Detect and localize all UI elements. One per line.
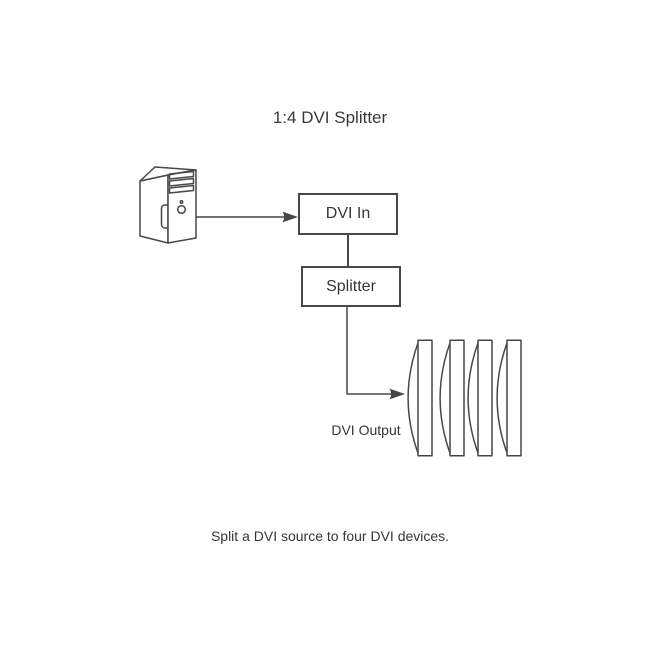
arrow-source-to-dvi-in xyxy=(195,211,298,223)
dvi-in-label: DVI In xyxy=(325,205,371,222)
dvi-device-icon xyxy=(439,339,465,457)
tower-drive-bay xyxy=(168,177,195,187)
arrowhead-right-icon xyxy=(282,211,298,223)
splitter-label: Splitter xyxy=(326,277,376,295)
computer-tower-icon xyxy=(139,166,197,244)
tower-led-dot xyxy=(179,200,184,204)
connector-dvi-in-to-splitter xyxy=(347,234,349,267)
dvi-device-icon xyxy=(407,339,433,457)
dvi-output-label: DVI Output xyxy=(331,422,401,438)
dvi-output-devices xyxy=(407,339,522,457)
diagram-title: 1:4 DVI Splitter xyxy=(272,108,388,127)
tower-drive-bay xyxy=(168,184,195,194)
dvi-device-icon xyxy=(467,339,493,457)
tower-side-panel xyxy=(139,174,169,244)
arrowhead-right-icon xyxy=(389,388,405,400)
node-splitter: Splitter xyxy=(301,266,401,307)
tower-power-button xyxy=(176,204,187,215)
node-dvi-in: DVI In xyxy=(298,193,398,235)
tower-drive-bay xyxy=(168,170,195,180)
arrow-splitter-to-output xyxy=(346,306,405,400)
dvi-device-icon xyxy=(496,339,522,457)
diagram-caption: Split a DVI source to four DVI devices. xyxy=(210,528,450,544)
